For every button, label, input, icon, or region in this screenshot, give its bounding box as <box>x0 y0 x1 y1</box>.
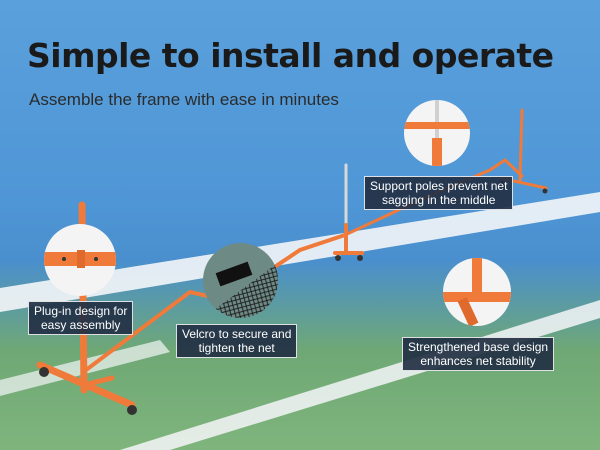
support-poles-label: Support poles prevent net sagging in the… <box>364 176 514 210</box>
base-design-label: Strengthened base design enhances net st… <box>402 337 555 371</box>
wheel <box>127 405 137 415</box>
wheel <box>357 255 363 261</box>
headline: Simple to install and operate <box>27 36 554 75</box>
subheadline: Assemble the frame with ease in minutes <box>29 90 339 109</box>
velcro-label: Velcro to secure and tighten the net <box>176 324 298 358</box>
wheel <box>335 255 341 261</box>
base-joint-closeup <box>443 258 511 326</box>
support-pole-closeup <box>404 100 470 166</box>
plug-in-label: Plug-in design for easy assembly <box>28 301 134 335</box>
wheel <box>542 188 548 194</box>
right-upright-pole <box>518 108 524 182</box>
wheel <box>39 367 49 377</box>
plug-in-joint-closeup <box>44 224 116 296</box>
velcro-closeup <box>203 243 278 318</box>
top-rail-right <box>343 158 524 237</box>
left-base-brace <box>81 375 115 388</box>
